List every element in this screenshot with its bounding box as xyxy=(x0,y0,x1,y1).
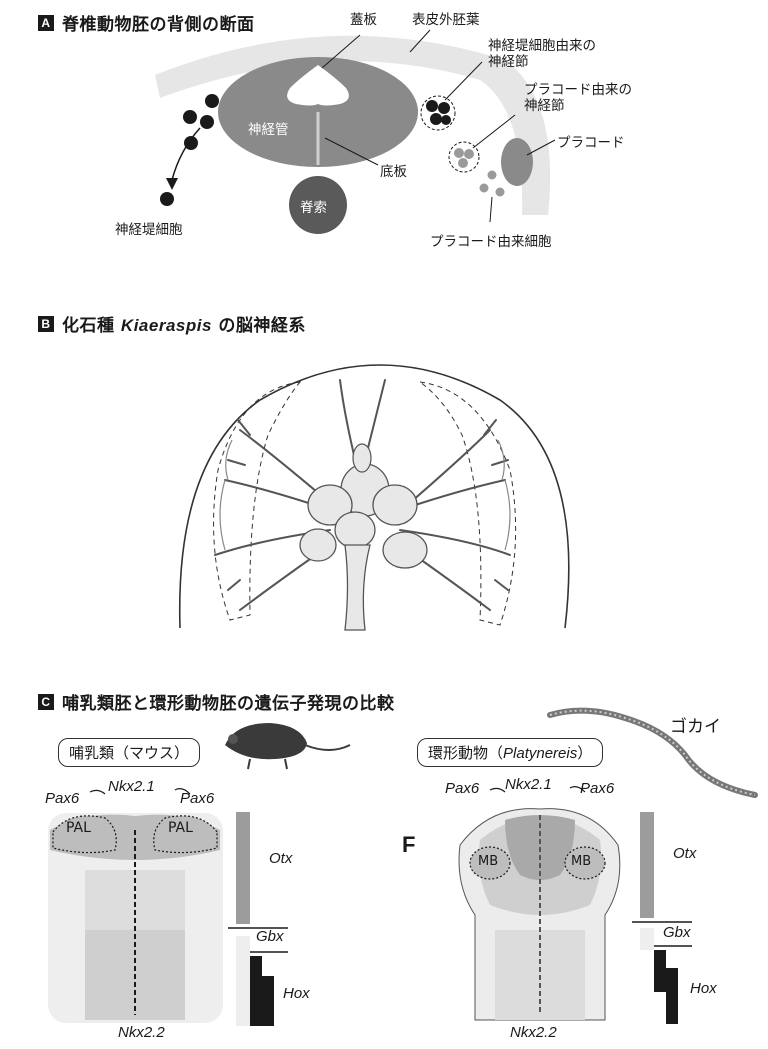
annelid-hox-bar xyxy=(654,950,666,992)
annelid-hox-label: Hox xyxy=(690,980,717,997)
mammal-otx-label: Otx xyxy=(269,850,293,867)
mb-left-outline xyxy=(469,846,511,880)
panel-c-title: 哺乳類胚と環形動物胚の遺伝子発現の比較 xyxy=(62,694,395,714)
label-placode-cells: プラコード由来細胞 xyxy=(430,234,552,250)
mb-right-outline xyxy=(564,846,606,880)
panel-b-badge: B xyxy=(38,315,54,332)
mammal-hox-bar xyxy=(262,976,274,1026)
annelid-hox-bar xyxy=(666,968,678,1024)
mammal-otx-bar xyxy=(236,812,250,924)
placode xyxy=(501,138,533,186)
mammal-embryo xyxy=(48,813,223,1023)
panel-a-diagram xyxy=(155,29,556,234)
label-placode-ganglion: プラコード由来の 神経節 xyxy=(524,82,632,114)
panel-b-title-species: Kiaeraspis xyxy=(120,316,212,335)
placode-ganglion xyxy=(448,141,480,173)
pal-right-label: PAL xyxy=(168,820,193,836)
head-shield-outline xyxy=(178,364,570,629)
mammal-arrows xyxy=(89,788,191,795)
neural-crest-cell xyxy=(200,115,214,129)
mammal-hox-bar xyxy=(250,956,262,1026)
annelid-pill-pre: 環形動物（ xyxy=(428,744,504,762)
panel-a-title: 脊椎動物胚の背側の断面 xyxy=(62,15,255,35)
worm-label: ゴカイ xyxy=(670,717,721,737)
polychaete-worm-icon xyxy=(547,707,758,798)
brain-lobe xyxy=(382,531,428,569)
brain-lobe xyxy=(299,528,337,562)
neural-tube-lumen xyxy=(287,65,349,106)
mammal-expression-bars xyxy=(228,812,288,1026)
pal-left-label: PAL xyxy=(66,820,91,836)
right-dashed-region xyxy=(419,381,517,626)
brain-lobe xyxy=(334,511,376,549)
left-dashed-region xyxy=(213,381,302,621)
notochord xyxy=(289,176,347,234)
mammal-pax6-left: Pax6 xyxy=(45,790,80,807)
brain-lobe xyxy=(307,484,353,526)
label-neural-crest-cells: 神経堤細胞 xyxy=(115,222,183,238)
pal-right-outline xyxy=(153,815,218,854)
label-floor-plate: 底板 xyxy=(380,164,407,180)
neural-crest-cell xyxy=(183,110,197,124)
neural-crest-cell xyxy=(184,136,198,150)
annelid-otx-label: Otx xyxy=(673,845,697,862)
annelid-pill-post: ） xyxy=(577,744,593,762)
annelid-arrows xyxy=(489,786,586,793)
mammal-pill: 哺乳類（マウス） xyxy=(58,738,201,767)
panel-b-title-post: の脳神経系 xyxy=(211,316,306,336)
brain-lobe xyxy=(372,484,418,526)
label-placode: プラコード xyxy=(557,135,625,151)
panel-c-badge: C xyxy=(38,693,54,710)
annelid-expression-bars xyxy=(632,812,692,1024)
panel-b-heading: B 化石種 Kiaeraspis の脳神経系 xyxy=(38,311,306,336)
annelid-pax6-right: Pax6 xyxy=(580,780,615,797)
label-neural-crest-ganglion: 神経堤細胞由来の 神経節 xyxy=(488,38,596,70)
annelid-otx-bar xyxy=(640,812,654,918)
label-notochord: 脊索 xyxy=(300,200,327,216)
annelid-pax6-left: Pax6 xyxy=(445,780,480,797)
mammal-gbx-label: Gbx xyxy=(256,928,284,945)
mb-right-label: MB xyxy=(571,854,592,869)
annelid-gbx-label: Gbx xyxy=(663,924,691,941)
label-surface-ectoderm: 表皮外胚葉 xyxy=(412,12,480,28)
label-roof-plate: 蓋板 xyxy=(350,12,377,28)
panel-b-title-pre: 化石種 xyxy=(62,316,121,336)
mammal-pax6-right: Pax6 xyxy=(180,790,215,807)
label-neural-tube: 神経管 xyxy=(248,122,289,138)
neural-crest-cell xyxy=(160,192,174,206)
annelid-pill-species: Platynereis xyxy=(503,745,578,762)
f-label: F xyxy=(402,832,416,857)
mammal-hox-label: Hox xyxy=(283,985,310,1002)
neural-crest-cell xyxy=(205,94,219,108)
neural-crest-ganglion xyxy=(420,95,456,131)
annelid-pill: 環形動物（Platynereis） xyxy=(417,738,604,767)
mammal-nkx22: Nkx2.2 xyxy=(118,1024,165,1041)
migration-arrowhead xyxy=(166,178,178,190)
panel-a-badge: A xyxy=(38,14,54,31)
mammal-nkx21: Nkx2.1 xyxy=(108,778,155,795)
annelid-nkx22: Nkx2.2 xyxy=(510,1024,557,1041)
panel-c-heading: C 哺乳類胚と環形動物胚の遺伝子発現の比較 xyxy=(38,689,395,714)
annelid-nkx21: Nkx2.1 xyxy=(505,776,552,793)
pal-left-outline xyxy=(52,815,117,854)
mouse-icon xyxy=(225,723,351,770)
fossil-brain-illustration xyxy=(178,364,570,631)
panel-a-heading: A 脊椎動物胚の背側の断面 xyxy=(38,10,255,35)
brain-stem xyxy=(344,544,371,631)
annelid-embryo xyxy=(458,808,621,1021)
mb-left-label: MB xyxy=(478,854,499,869)
migration-arrow xyxy=(171,127,201,181)
